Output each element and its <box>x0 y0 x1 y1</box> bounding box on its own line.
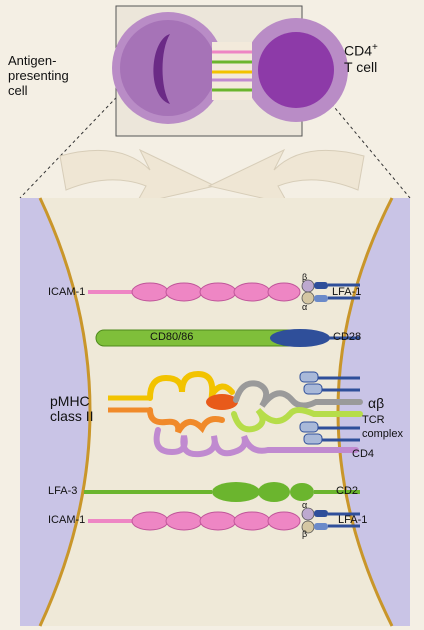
lfa1-top-label: LFA-1 <box>332 286 361 299</box>
cd4-t-cell-label-sub: T cell <box>344 59 377 75</box>
right-arrow <box>209 150 364 204</box>
icam1-bottom-domains <box>132 512 300 530</box>
icam1-top-label: ICAM-1 <box>48 286 85 299</box>
icam1-top-domains <box>132 283 300 301</box>
cd4-label: CD4 <box>352 448 374 461</box>
cd4-t-cell-label-sup: + <box>372 42 378 53</box>
cd2-label: CD2 <box>336 485 358 498</box>
class2-label: class II <box>50 409 94 424</box>
lfa3-label: LFA-3 <box>48 485 77 498</box>
cd4-t-cell-label-main: CD4 <box>344 43 372 59</box>
t-cell-nucleus <box>258 32 334 108</box>
icam1-bottom-label: ICAM-1 <box>48 514 85 527</box>
cd2-domain <box>290 483 314 501</box>
cd28-label: CD28 <box>333 331 361 344</box>
beta-bottom-label: β <box>302 529 307 539</box>
tcr-label: TCR <box>362 414 385 427</box>
cd2-domain <box>258 482 290 502</box>
cd80-86-label: CD80/86 <box>150 331 193 344</box>
alpha-top-label: α <box>302 302 307 312</box>
lfa3-domain <box>212 482 260 502</box>
apc-label: Antigen- presenting cell <box>8 54 98 99</box>
cd28-molecule <box>270 329 330 347</box>
alphabeta-label: αβ <box>368 396 384 411</box>
alpha-bottom-label: α <box>302 500 307 510</box>
lfa1-bottom-label: LFA-1 <box>338 514 367 527</box>
left-arrow <box>60 150 215 204</box>
cd4-t-cell-label: CD4+ T cell <box>344 42 378 75</box>
beta-top-label: β <box>302 272 307 282</box>
complex-label: complex <box>362 428 403 441</box>
